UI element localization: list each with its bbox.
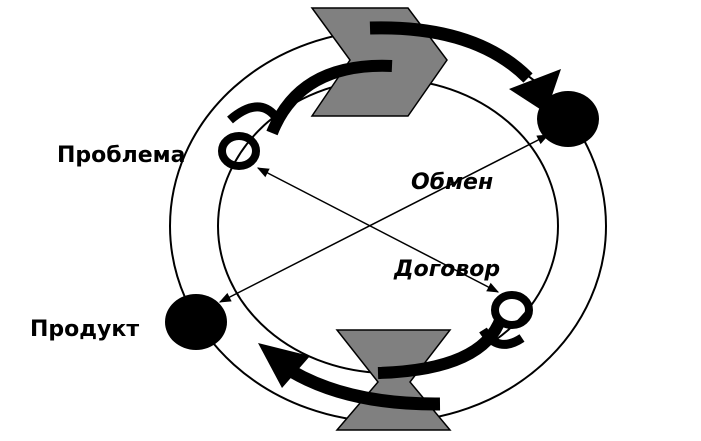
problem-node — [218, 132, 260, 170]
bottom-left-arrowhead — [258, 343, 310, 388]
inner-circle — [217, 78, 559, 374]
problem-label: Проблема — [57, 143, 186, 168]
exchange-label: Обмен — [411, 170, 493, 195]
top-right-thick-arrow — [369, 21, 533, 83]
contract-label: Договор — [393, 257, 500, 282]
bottom-chevron — [335, 329, 452, 431]
contract-node — [491, 291, 533, 329]
bottom-right-thick-arc — [377, 315, 507, 379]
contract-hook — [479, 327, 525, 349]
product-node — [165, 294, 227, 350]
exchange-product-arrow — [218, 134, 550, 303]
exchange-node — [537, 91, 599, 147]
problem-hook — [227, 102, 279, 124]
top-left-thick-arc — [266, 59, 393, 136]
product-label: Продукт — [30, 317, 139, 342]
